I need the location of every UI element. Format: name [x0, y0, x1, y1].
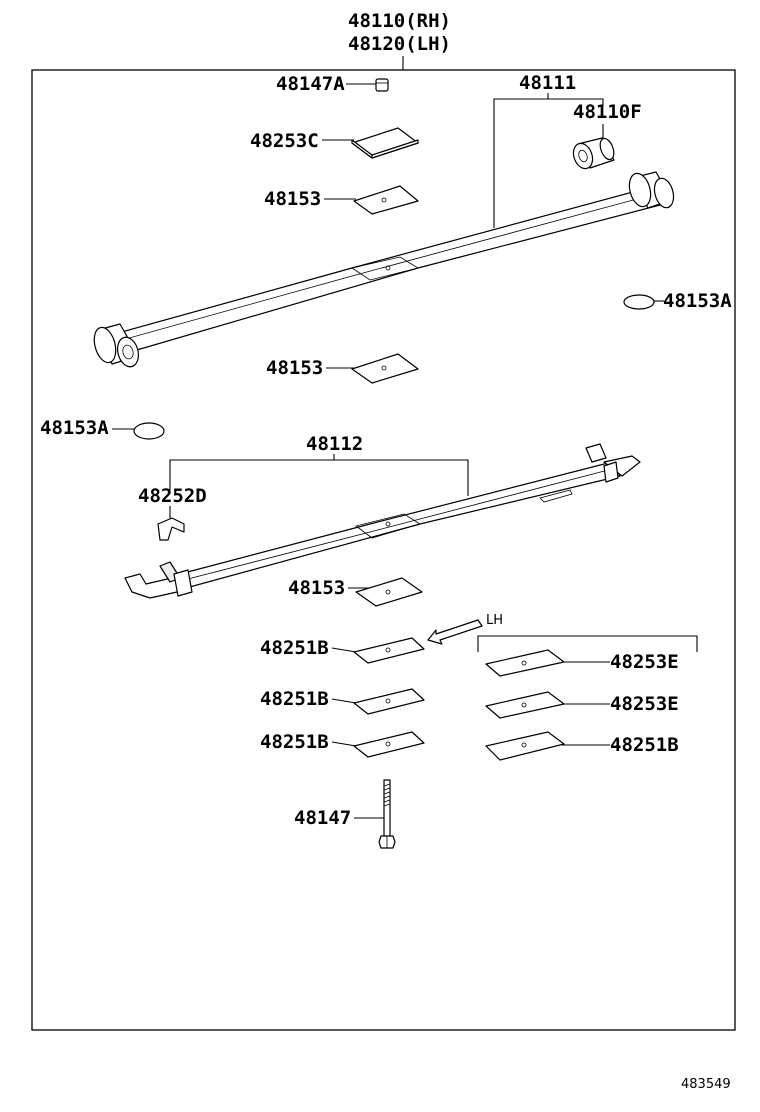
part-48112-second-leaf — [124, 443, 641, 599]
part-48253e-pad-1 — [485, 649, 565, 677]
part-48111-main-leaf — [93, 171, 675, 368]
part-48153a-disc-left — [133, 422, 165, 440]
label-48252d: 48252D — [138, 485, 207, 507]
leader-48111 — [493, 98, 604, 228]
part-48251b-pad-2 — [353, 688, 425, 715]
label-lh-note: LH — [486, 613, 503, 628]
part-48153a-disc-right — [623, 294, 655, 310]
part-48153-insert-mid — [351, 353, 419, 384]
label-48111: 48111 — [519, 72, 576, 94]
part-48147a-nut — [375, 78, 389, 92]
part-48110f-bushing — [572, 137, 615, 170]
part-48251b-pad-3 — [353, 731, 425, 758]
part-48153-insert-low — [355, 577, 423, 607]
leader-48251b-1 — [331, 647, 357, 653]
label-48153a-right: 48153A — [663, 290, 732, 312]
label-48251b-2: 48251B — [260, 688, 329, 710]
part-48251b-pad-right — [485, 731, 565, 761]
label-48253e-1: 48253E — [610, 651, 679, 673]
label-48147: 48147 — [294, 807, 351, 829]
part-48253c-pad — [351, 127, 419, 159]
label-48112: 48112 — [306, 433, 363, 455]
label-48153a-left: 48153A — [40, 417, 109, 439]
part-48253e-pad-2 — [485, 691, 565, 719]
label-48153-mid: 48153 — [266, 357, 323, 379]
label-48110f: 48110F — [573, 101, 642, 123]
diagram-ref-code: 483549 — [681, 1077, 731, 1092]
label-48153-low: 48153 — [288, 577, 345, 599]
label-48253e-2: 48253E — [610, 693, 679, 715]
label-48153-top: 48153 — [264, 188, 321, 210]
part-48153-insert-top — [353, 185, 419, 215]
label-48251b-1: 48251B — [260, 637, 329, 659]
label-48120-lh: 48120(LH) — [348, 33, 451, 55]
leader-48251b-2 — [331, 698, 357, 704]
label-48253c: 48253C — [250, 130, 319, 152]
label-48110-rh: 48110(RH) — [348, 10, 451, 32]
leader-48251b-3 — [331, 741, 357, 747]
part-48251b-pad-1 — [353, 637, 425, 664]
part-48147-center-bolt — [378, 779, 396, 849]
label-48147a: 48147A — [276, 73, 345, 95]
part-48252d-clip — [157, 517, 185, 541]
label-48251b-right: 48251B — [610, 734, 679, 756]
lh-group-bracket — [477, 635, 698, 652]
diagram-frame — [31, 69, 736, 1031]
leader-48112 — [169, 459, 469, 496]
lh-arrow-icon — [427, 619, 483, 645]
label-48251b-3: 48251B — [260, 731, 329, 753]
